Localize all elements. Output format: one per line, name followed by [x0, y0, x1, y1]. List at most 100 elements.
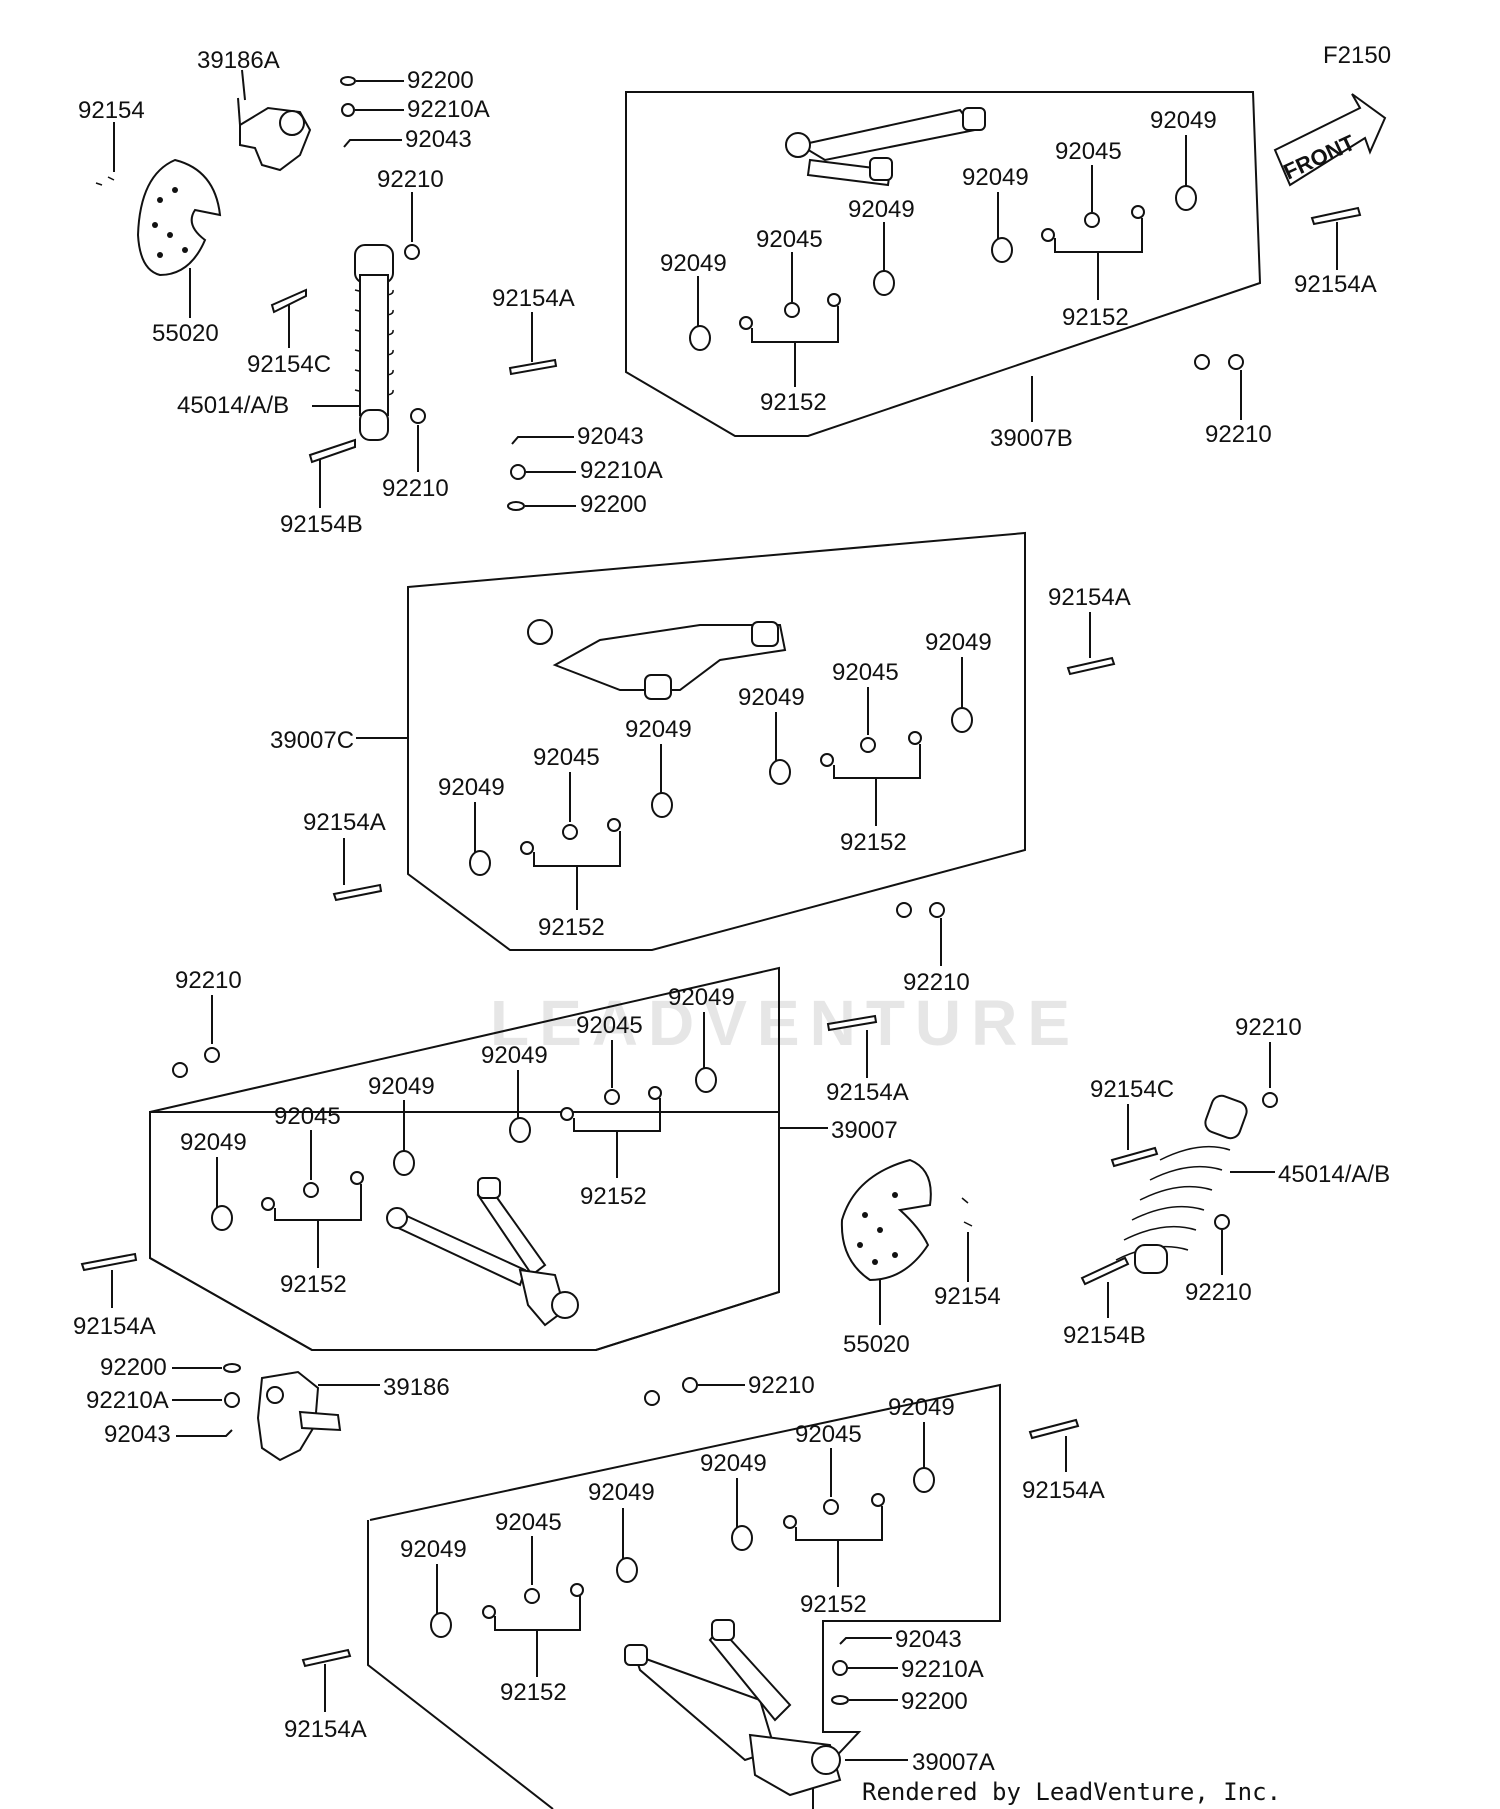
label-92154A-d2: 92154A [73, 1313, 156, 1340]
label-92152-b1: 92152 [1062, 304, 1129, 331]
label-92049-e2: 92049 [700, 1450, 767, 1477]
label-92049-b3: 92049 [848, 196, 915, 223]
washer-92200 [340, 76, 356, 86]
bushing-92049-e3 [616, 1557, 638, 1583]
sleeve-92152-b1b [1131, 205, 1145, 219]
pin-92043-br [839, 1637, 892, 1645]
sleeve-92152-d1b [648, 1086, 662, 1100]
bushing-92049-e2 [731, 1525, 753, 1551]
collar-92045-c2 [562, 824, 578, 840]
bolt-92154A-d2 [80, 1252, 138, 1272]
nut-92210-b2 [1228, 354, 1244, 370]
bolt-92154A-e2 [301, 1648, 352, 1668]
label-92210-b: 92210 [1205, 421, 1272, 448]
label-92210-c: 92210 [903, 969, 970, 996]
collar-92045-b2 [784, 302, 800, 318]
label-39186A: 39186A [197, 47, 280, 74]
label-92210A-bl: 92210A [86, 1387, 169, 1414]
label-92043-top: 92043 [405, 126, 472, 153]
diagram-code: F2150 [1323, 42, 1391, 69]
nut-92210A-top-b [510, 464, 526, 480]
label-92049-d3: 92049 [368, 1073, 435, 1100]
nut-92210-bb2 [682, 1377, 698, 1393]
label-92210-top-a: 92210 [377, 166, 444, 193]
label-92154C-r: 92154C [1090, 1076, 1174, 1103]
nut-92210-r2 [1214, 1214, 1230, 1230]
bushing-92049-b4 [689, 325, 711, 351]
pin-92043-bl [176, 1429, 233, 1437]
label-92210-top-b: 92210 [382, 475, 449, 502]
label-45014-top: 45014/A/B [177, 392, 289, 419]
label-92049-e1: 92049 [888, 1394, 955, 1421]
bushing-92049-b2 [991, 237, 1013, 263]
label-92049-b4: 92049 [660, 250, 727, 277]
sleeve-92152-b2b [827, 293, 841, 307]
label-92049-c2: 92049 [738, 684, 805, 711]
label-92200-br: 92200 [901, 1688, 968, 1715]
label-55020-r: 55020 [843, 1331, 910, 1358]
bushing-92049-c2 [769, 759, 791, 785]
label-92154C-top: 92154C [247, 351, 331, 378]
label-39007: 39007 [831, 1117, 898, 1144]
label-92210A-top-b: 92210A [580, 457, 663, 484]
bolt-92154A-c2 [332, 883, 383, 902]
label-92043-br: 92043 [895, 1626, 962, 1653]
label-92154B-r: 92154B [1063, 1322, 1146, 1349]
label-92200-top-b: 92200 [580, 491, 647, 518]
collar-92045-c1 [860, 737, 876, 753]
label-92049-e3: 92049 [588, 1479, 655, 1506]
label-92154B-top: 92154B [280, 511, 363, 538]
label-92152-d2: 92152 [280, 1271, 347, 1298]
bolt-92154A-c1 [1066, 656, 1116, 676]
label-92200-bl: 92200 [100, 1354, 167, 1381]
label-92154A-e2: 92154A [284, 1716, 367, 1743]
label-92152-e1: 92152 [800, 1591, 867, 1618]
sleeve-92152-b1a [1041, 228, 1055, 242]
upper-arm-39007C [527, 619, 787, 700]
label-92210A-br: 92210A [901, 1656, 984, 1683]
label-92152-b2: 92152 [760, 389, 827, 416]
sleeve-92152-b2a [739, 316, 753, 330]
label-92152-c1: 92152 [840, 829, 907, 856]
bolt-92154C [270, 288, 307, 314]
knuckle-39186A [237, 97, 312, 172]
bolt-92154 [95, 176, 115, 186]
bushing-92049-d4 [211, 1205, 233, 1231]
nut-92210-bb1 [644, 1390, 660, 1406]
bolt-92154C-r [1110, 1146, 1159, 1168]
sleeve-92152-c1b [908, 731, 922, 745]
label-92049-c4: 92049 [438, 774, 505, 801]
label-92049-c1: 92049 [925, 629, 992, 656]
sleeve-92152-e1a [783, 1515, 797, 1529]
label-92210-r2: 92210 [1185, 1279, 1252, 1306]
sleeve-92152-e2b [570, 1583, 584, 1597]
label-92154A-e1: 92154A [1022, 1477, 1105, 1504]
label-92049-b2: 92049 [962, 164, 1029, 191]
sleeve-92152-d2b [350, 1171, 364, 1185]
bolt-92154B-r [1080, 1256, 1130, 1286]
label-39007B: 39007B [990, 425, 1073, 452]
label-92210-r1: 92210 [1235, 1014, 1302, 1041]
label-92154-top: 92154 [78, 97, 145, 124]
label-39007C: 39007C [270, 727, 354, 754]
collar-92045-d2 [303, 1182, 319, 1198]
bushing-92049-b3 [873, 270, 895, 296]
label-92210A-top: 92210A [407, 96, 490, 123]
footer-credit: Rendered by LeadVenture, Inc. [862, 1778, 1281, 1806]
label-39007A: 39007A [912, 1749, 995, 1776]
bolt-92154A-d1 [826, 1014, 878, 1032]
bushing-92049-c1 [951, 707, 973, 733]
bushing-92049-d3 [393, 1150, 415, 1176]
bolt-92154A-e1 [1028, 1418, 1080, 1440]
bushing-92049-c4 [469, 850, 491, 876]
label-92154A-top: 92154A [492, 285, 575, 312]
washer-92200-br [831, 1695, 849, 1705]
lower-arm-39007A [624, 1619, 842, 1797]
bolt-92154A-b [1310, 206, 1362, 226]
label-55020-top: 55020 [152, 320, 219, 347]
label-92045-b2: 92045 [756, 226, 823, 253]
box-39007C [407, 531, 1026, 951]
upper-arm-39007B [785, 107, 986, 187]
nut-92210-c1 [896, 902, 912, 918]
